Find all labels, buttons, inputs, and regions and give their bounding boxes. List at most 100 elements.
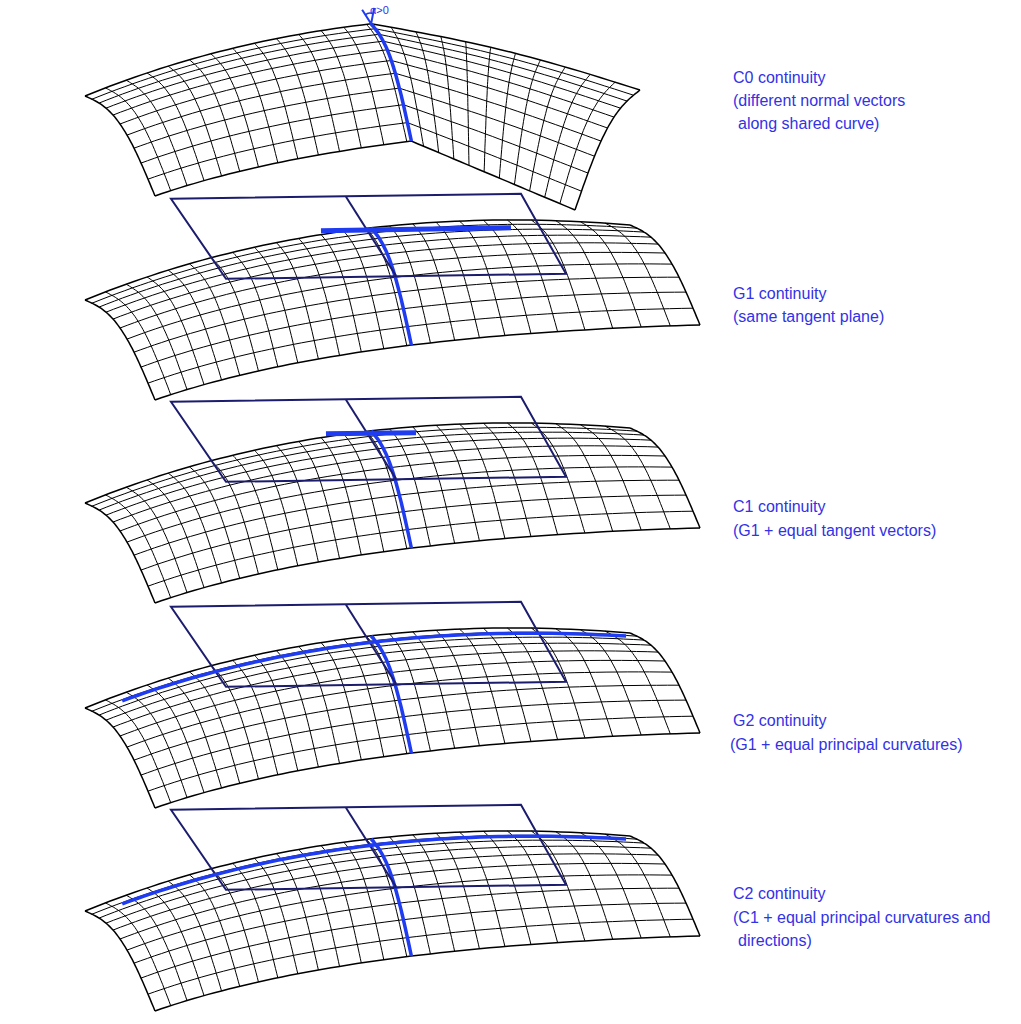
grid-line	[321, 235, 361, 352]
continuity-label: (same tangent plane)	[733, 305, 993, 328]
tangent-plane	[171, 397, 566, 482]
grid-line	[233, 252, 278, 366]
grid-line	[106, 88, 171, 191]
grid-line	[466, 42, 469, 166]
grid-line	[299, 646, 340, 763]
grid-line	[148, 308, 693, 383]
surface-patch	[85, 805, 700, 1011]
tangent-vector	[321, 228, 511, 231]
grid-line	[575, 90, 640, 210]
surface-patch	[85, 602, 700, 808]
grid-line	[155, 733, 700, 808]
grid-line	[155, 141, 575, 210]
grid-line	[106, 292, 171, 395]
tangent-vector	[326, 433, 416, 434]
grid-line	[147, 888, 204, 996]
grid-line	[190, 264, 240, 376]
grid-line	[155, 528, 700, 603]
grid-line	[233, 863, 278, 978]
grid-line	[113, 446, 658, 522]
grid-line	[148, 123, 582, 192]
grid-line	[141, 105, 588, 173]
grid-line	[148, 511, 693, 586]
grid-line	[92, 224, 637, 303]
grid-line	[299, 441, 340, 558]
grid-line	[367, 431, 407, 548]
continuity-label: G2 continuity	[733, 709, 993, 732]
grid-line	[190, 60, 240, 172]
grid-line	[321, 643, 361, 760]
grid-line	[233, 660, 278, 775]
grid-line	[134, 88, 595, 156]
grid-line	[85, 831, 630, 911]
grid-line	[141, 292, 686, 367]
grid-line	[299, 849, 340, 966]
grid-line	[113, 243, 658, 319]
grid-line	[148, 919, 693, 994]
grid-line	[277, 243, 319, 359]
grid-line	[277, 651, 319, 767]
grid-line	[113, 50, 614, 117]
grid-line	[147, 685, 204, 793]
grid-line	[321, 846, 361, 963]
grid-line	[106, 41, 621, 108]
grid-line	[211, 869, 259, 982]
grid-line	[277, 39, 319, 155]
grid-line	[106, 903, 171, 1006]
continuity-label: (C1 + equal principal curvatures and dir…	[733, 906, 1006, 952]
continuity-label: C2 continuity	[733, 882, 993, 905]
grid-line	[113, 651, 658, 727]
grid-line	[127, 73, 601, 141]
continuity-label: G1 continuity	[733, 282, 993, 305]
surface-patch	[85, 8, 640, 210]
grid-line	[85, 24, 640, 96]
grid-line	[113, 854, 658, 930]
continuity-label: (G1 + equal tangent vectors)	[733, 519, 1003, 542]
grid-line	[299, 34, 340, 151]
grid-line	[85, 911, 155, 1011]
grid-line	[233, 48, 278, 163]
grid-line	[92, 835, 637, 914]
grid-line	[85, 220, 630, 300]
grid-line	[277, 854, 319, 970]
surface-patch	[85, 397, 700, 603]
grid-line	[190, 672, 240, 784]
grid-line	[277, 446, 319, 562]
grid-line	[233, 455, 278, 570]
grid-line	[141, 903, 686, 978]
grid-line	[321, 31, 361, 148]
continuity-label: C1 continuity	[733, 495, 993, 518]
grid-line	[155, 936, 700, 1011]
grid-line	[92, 427, 637, 506]
grid-line	[106, 700, 171, 803]
grid-line	[211, 461, 259, 574]
grid-line	[190, 467, 240, 579]
tangent-plane	[171, 194, 566, 279]
grid-line	[141, 700, 686, 775]
grid-line	[211, 666, 259, 779]
grid-line	[367, 839, 407, 956]
tangent-plane-axis	[346, 197, 396, 276]
grid-line	[321, 438, 361, 555]
grid-line	[106, 495, 171, 598]
grid-line	[85, 628, 630, 708]
continuity-label: (G1 + equal principal curvatures)	[730, 733, 1015, 756]
grid-line	[85, 300, 155, 400]
shared-curve	[371, 24, 411, 141]
grid-line	[85, 423, 630, 503]
grid-line	[147, 480, 204, 588]
grid-line	[141, 495, 686, 570]
grid-line	[92, 632, 637, 711]
grid-line	[299, 238, 340, 355]
grid-line	[148, 716, 693, 791]
continuity-label: C0 continuity	[733, 66, 993, 89]
grid-line	[85, 708, 155, 808]
grid-line	[155, 325, 700, 400]
grid-line	[120, 61, 608, 129]
grid-line	[367, 228, 407, 345]
grid-line	[344, 27, 384, 145]
grid-line	[211, 258, 259, 371]
grid-line	[211, 54, 259, 167]
curvature-curve	[122, 836, 626, 904]
